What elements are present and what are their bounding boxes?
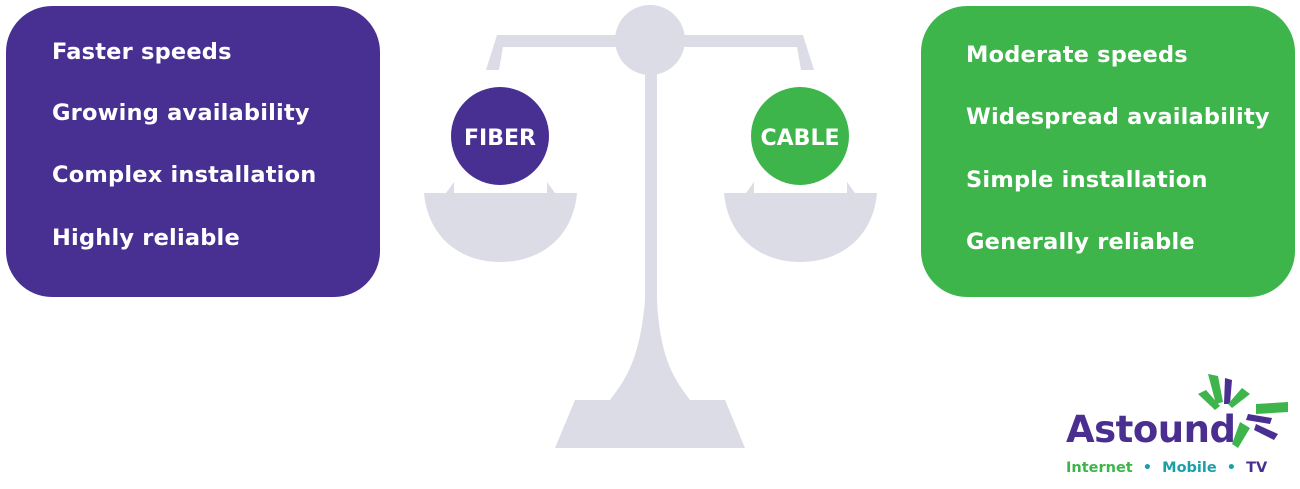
fiber-label: FIBER [464,126,536,151]
scale-pivot [615,5,685,75]
astound-logo: Astound Internet • Mobile • TV [1060,372,1295,484]
cable-weight-circle [751,87,849,185]
scale-pan-right-hook [746,182,754,193]
cable-features-panel: Moderate speeds Widespread availability … [921,6,1295,297]
logo-tagline: Internet • Mobile • TV [1066,461,1267,476]
tagline-tv: TV [1246,460,1268,476]
tagline-separator: • [1226,460,1237,476]
cable-feature-item: Generally reliable [966,229,1195,255]
logo-burst-icon [1198,374,1288,448]
logo-burst-rays [1198,374,1288,448]
scale-pan-left [424,193,577,262]
scale-post [645,60,657,320]
scale-pan-left-hook [547,182,555,193]
cable-feature-item: Widespread availability [966,104,1270,130]
fiber-feature-item: Faster speeds [52,39,232,65]
logo-wordmark: Astound [1066,408,1236,451]
cable-feature-item: Moderate speeds [966,42,1188,68]
scale-base [555,400,745,448]
tagline-mobile: Mobile [1162,460,1217,476]
fiber-feature-item: Highly reliable [52,225,240,251]
scale-beam-hook-right [795,35,814,70]
scale-pan-left-hook [446,182,454,193]
scale-beam-hook-left [486,35,505,70]
scale-pan-right-hook [847,182,855,193]
fiber-features-panel: Faster speeds Growing availability Compl… [6,6,380,297]
scale-pan-right [724,193,877,262]
tagline-separator: • [1142,460,1153,476]
fiber-weight-circle [451,87,549,185]
fiber-feature-item: Complex installation [52,162,317,188]
fiber-feature-item: Growing availability [52,100,310,126]
cable-label: CABLE [761,126,840,151]
cable-feature-item: Simple installation [966,167,1208,193]
tagline-internet: Internet [1066,460,1133,476]
scale-post-foot [610,300,690,400]
